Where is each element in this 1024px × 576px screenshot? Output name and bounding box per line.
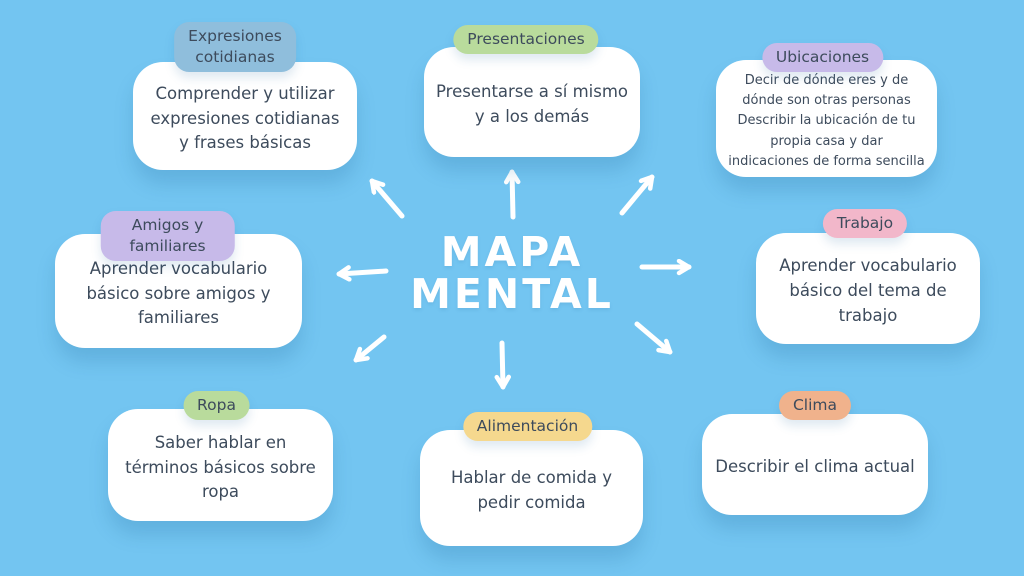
node-ropa[interactable]: Ropa Saber hablar en términos básicos so…	[108, 391, 333, 521]
node-label-pill[interactable]: Expresiones cotidianas	[174, 22, 296, 72]
node-presentaciones[interactable]: Presentaciones Presentarse a sí mismo y …	[424, 25, 640, 157]
node-ubicaciones[interactable]: Ubicaciones Decir de dónde eres y de dón…	[716, 43, 937, 177]
node-label-pill[interactable]: Trabajo	[822, 209, 908, 238]
central-topic-title: MAPA MENTAL	[410, 228, 614, 318]
arrow-up-right-icon	[619, 174, 655, 216]
arrow-down-left-icon	[353, 334, 387, 363]
node-trabajo[interactable]: Trabajo Aprender vocabulario básico del …	[756, 209, 980, 344]
node-text: Comprender y utilizar expresiones cotidi…	[150, 83, 340, 153]
node-clima[interactable]: Clima Describir el clima actual	[702, 391, 928, 515]
node-card[interactable]: Aprender vocabulario básico del tema de …	[756, 233, 980, 344]
node-label-pill[interactable]: Ropa	[183, 391, 250, 420]
arrow-down-icon	[502, 340, 503, 390]
node-text: Decir de dónde eres y de dónde son otras…	[728, 73, 925, 169]
node-label-pill[interactable]: Presentaciones	[453, 25, 599, 54]
node-expresiones-cotidianas[interactable]: Expresiones cotidianas Comprender y util…	[133, 22, 357, 170]
node-label-pill[interactable]: Amigos y familiares	[100, 211, 235, 261]
node-text: Hablar de comida y pedir comida	[450, 468, 612, 512]
node-text: Aprender vocabulario básico del tema de …	[779, 256, 957, 325]
node-label-pill[interactable]: Clima	[778, 391, 852, 420]
node-card[interactable]: Describir el clima actual	[702, 414, 928, 515]
node-text: Saber hablar en términos básicos sobre r…	[125, 432, 316, 502]
node-text: Describir el clima actual	[715, 457, 915, 477]
node-alimentacion[interactable]: Alimentación Hablar de comida y pedir co…	[420, 412, 643, 546]
node-card[interactable]: Saber hablar en términos básicos sobre r…	[108, 409, 333, 521]
node-text: Presentarse a sí mismo y a los demás	[436, 82, 628, 126]
node-label-pill[interactable]: Alimentación	[462, 412, 593, 441]
node-text: Aprender vocabulario básico sobre amigos…	[86, 258, 271, 328]
node-card[interactable]: Hablar de comida y pedir comida	[420, 430, 643, 546]
node-label-pill[interactable]: Ubicaciones	[761, 43, 884, 72]
arrow-up-left-icon	[369, 178, 405, 219]
node-card[interactable]: Decir de dónde eres y de dónde son otras…	[716, 60, 937, 177]
arrow-down-right-icon	[634, 321, 673, 355]
node-card[interactable]: Comprender y utilizar expresiones cotidi…	[133, 62, 357, 170]
arrow-up-icon	[512, 169, 513, 220]
node-amigos-y-familiares[interactable]: Amigos y familiares Aprender vocabulario…	[55, 211, 302, 348]
node-card[interactable]: Presentarse a sí mismo y a los demás	[424, 47, 640, 157]
node-card[interactable]: Aprender vocabulario básico sobre amigos…	[55, 234, 302, 348]
